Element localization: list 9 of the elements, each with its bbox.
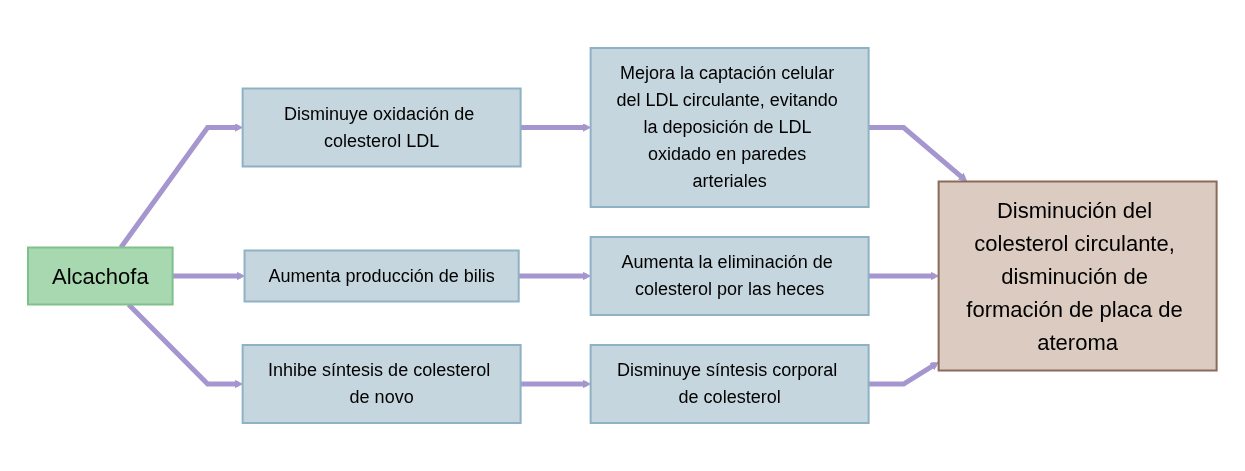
node-box: Disminución del colesterol circulante, disminución de formación de placa de ateroma xyxy=(937,180,1218,372)
node-box: Alcachofa xyxy=(27,246,174,306)
node-box: Aumenta producción de bilis xyxy=(243,249,520,303)
node-box: Inhibe síntesis de colesterol de novo xyxy=(241,344,522,424)
node-box: Disminuye síntesis corporal de colesterol xyxy=(589,344,870,424)
node-box: Aumenta la eliminación de colesterol por las heces xyxy=(589,236,870,316)
node-box: Mejora la captación celular del LDL circulante, evitando la deposición de LDL oxidado en paredes arteriales xyxy=(589,47,870,208)
arrow xyxy=(868,125,968,182)
node-box: Disminuye oxidación de colesterol LDL xyxy=(241,87,522,168)
